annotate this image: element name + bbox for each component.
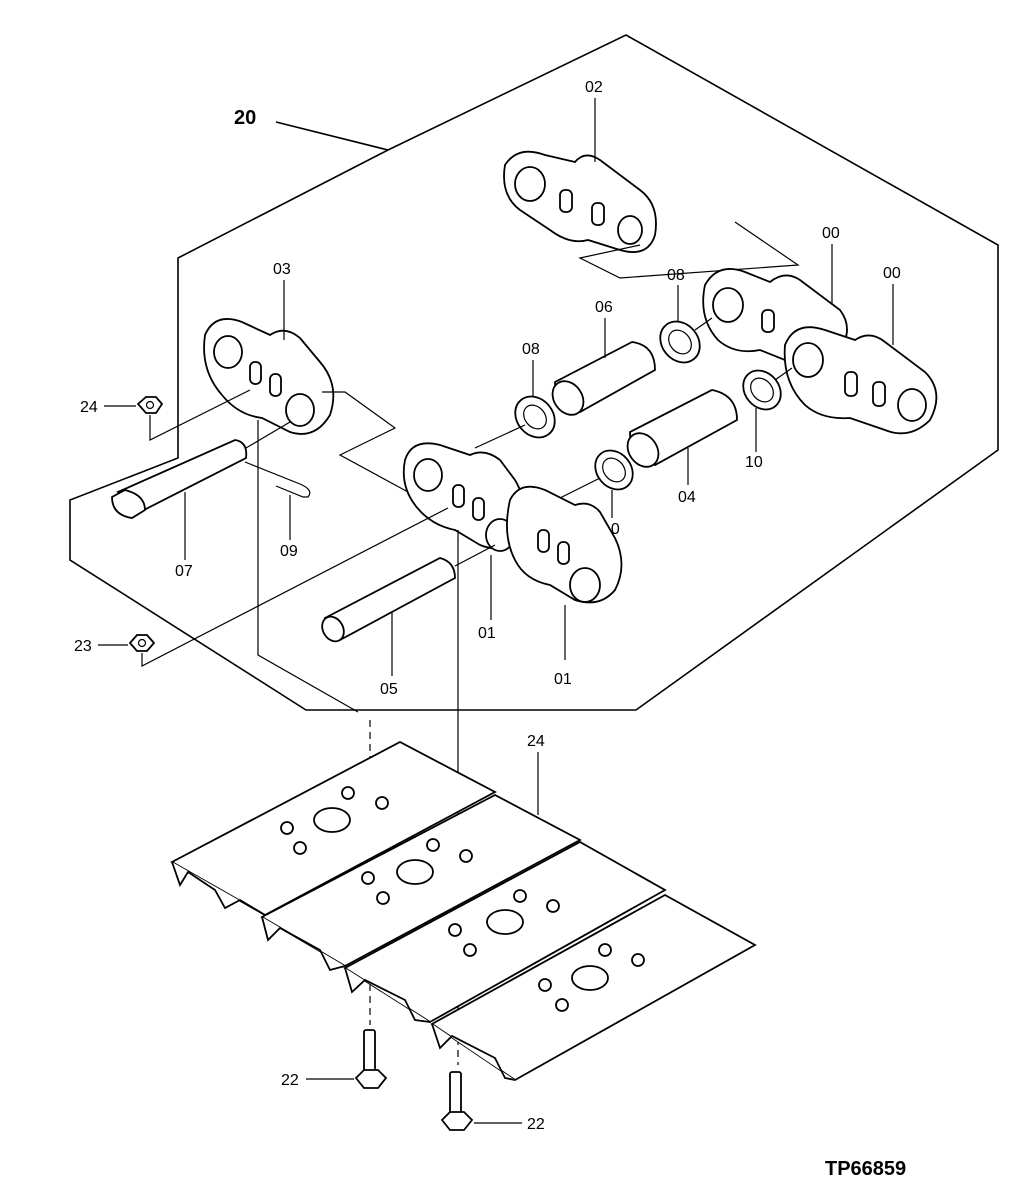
assembly-label: 20 xyxy=(234,107,256,129)
axis-07 xyxy=(245,421,291,449)
label-09: 09 xyxy=(280,543,298,560)
pin-07: 07 xyxy=(111,439,248,580)
link-02: 02 xyxy=(503,79,657,253)
label-06: 06 xyxy=(595,299,613,316)
figure-id: TP66859 xyxy=(825,1158,906,1180)
label-22-left: 22 xyxy=(281,1072,299,1089)
track-shoe-1 xyxy=(170,740,497,917)
label-10-a: 10 xyxy=(745,454,763,471)
assembly-leader xyxy=(275,121,389,151)
pin-09: 09 xyxy=(244,461,311,560)
link-02-guide xyxy=(578,221,800,279)
axis-06 xyxy=(474,424,526,449)
track-shoe-2 xyxy=(260,793,582,972)
label-07: 07 xyxy=(175,563,193,580)
label-22-right: 22 xyxy=(527,1116,545,1133)
bushing-04: 04 xyxy=(626,389,738,506)
seal-08-b: 08 xyxy=(514,341,556,439)
label-05: 05 xyxy=(380,681,398,698)
label-03: 03 xyxy=(273,261,291,278)
link-03: 03 xyxy=(203,261,335,435)
track-shoe-label: 24 xyxy=(527,733,545,815)
seal-08-a: 08 xyxy=(659,267,713,364)
nut-23: 23 xyxy=(74,507,449,667)
label-02: 02 xyxy=(585,79,603,96)
label-23: 23 xyxy=(74,638,92,655)
track-shoe-4 xyxy=(430,893,757,1082)
link-01-b: 01 xyxy=(506,485,623,688)
axis-10b xyxy=(559,477,601,499)
assembly-outline xyxy=(69,34,999,711)
label-08-a: 08 xyxy=(667,267,685,284)
label-08-b: 08 xyxy=(522,341,540,358)
label-24-shoe: 24 xyxy=(527,733,545,750)
label-01-b: 01 xyxy=(554,671,572,688)
label-00-b: 00 xyxy=(883,265,901,282)
bolt-guide-left xyxy=(257,420,359,713)
nut-24-upper: 24 xyxy=(80,389,251,441)
bushing-06: 06 xyxy=(551,299,656,416)
label-00-a: 00 xyxy=(822,225,840,242)
track-shoe-3 xyxy=(343,840,667,1024)
link-01-a: 01 xyxy=(402,442,525,642)
bolt-22-right: 22 xyxy=(440,1071,545,1133)
pin-05: 05 xyxy=(321,557,456,698)
label-24-nut: 24 xyxy=(80,399,98,416)
label-01-a: 01 xyxy=(478,625,496,642)
link-00-b: 00 xyxy=(783,265,938,435)
seal-10-a: 10 xyxy=(742,367,793,471)
label-04: 04 xyxy=(678,489,696,506)
axis-05 xyxy=(454,544,496,567)
bolt-22-left: 22 xyxy=(281,1029,388,1089)
